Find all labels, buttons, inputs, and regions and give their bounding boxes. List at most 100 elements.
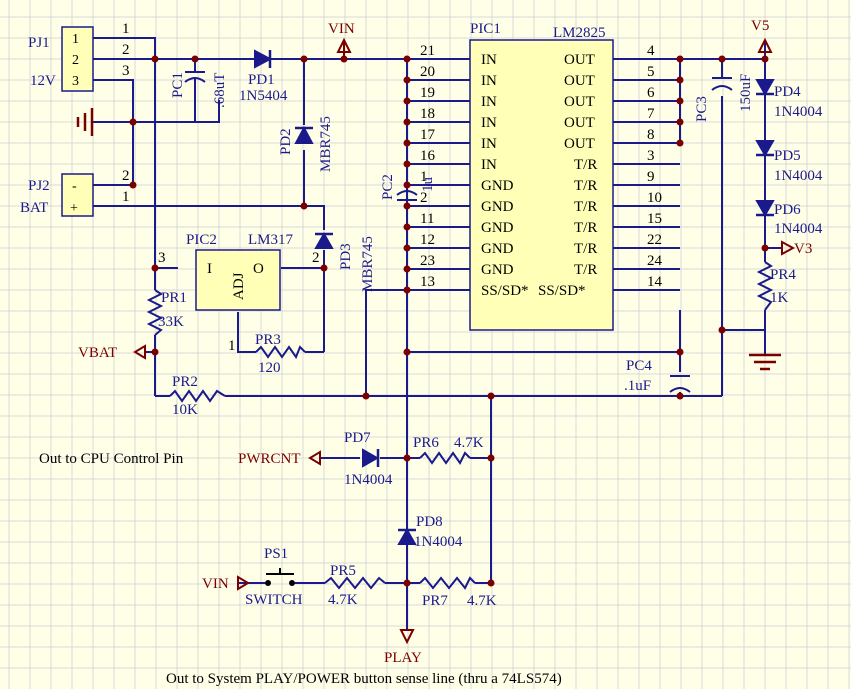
pj2-ref: PJ2 — [28, 178, 50, 194]
pin-number: 1 — [122, 21, 130, 37]
capacitor-pc4: PC4 .1uF — [624, 358, 691, 394]
pic1-pin-name: T/R — [574, 220, 597, 236]
net-vbat: VBAT — [78, 344, 146, 361]
pic1-pin-name: T/R — [574, 199, 597, 215]
pr5-value: 4.7K — [328, 592, 358, 608]
pic1-pin-name: OUT — [564, 136, 595, 152]
pd2-value: MBR745 — [318, 116, 334, 172]
junction-dot — [676, 55, 684, 63]
capacitor-pc3: PC3 150uF — [694, 74, 754, 122]
pic1-pin-name: IN — [481, 136, 497, 152]
pd5-ref: PD5 — [774, 148, 801, 164]
connector-pj1: 1 2 3 PJ1 12V 1 2 3 — [28, 21, 130, 92]
pic1-pin-number: 4 — [647, 43, 655, 59]
resistor-pr5: PR5 4.7K — [324, 563, 386, 608]
pc3-ref: PC3 — [694, 96, 710, 122]
junction-dot — [403, 286, 411, 294]
junction-dot — [403, 160, 411, 168]
net-v3: V3 — [781, 240, 812, 257]
pic2-pin-adj: ADJ — [231, 272, 247, 300]
junction-dot — [403, 139, 411, 147]
pd8-value: 1N4004 — [414, 534, 463, 550]
net-v5-label: V5 — [751, 18, 769, 34]
pj2-name: BAT — [20, 200, 48, 216]
pj1-pin2-label: 2 — [72, 53, 79, 68]
pic1-pin-number: 5 — [647, 64, 655, 80]
pr6-value: 4.7K — [454, 435, 484, 451]
junction-dot — [403, 76, 411, 84]
pic1-pin-number: 24 — [647, 253, 663, 269]
pic1-value: LM2825 — [553, 25, 606, 41]
pj1-ref: PJ1 — [28, 35, 50, 51]
pic1-pin-number: 6 — [647, 85, 655, 101]
pic1-pin-name: GND — [481, 199, 514, 215]
pr6-ref: PR6 — [413, 435, 439, 451]
diode-pd4: PD4 1N4004 — [755, 79, 823, 120]
ground-icon — [749, 353, 781, 371]
net-v3-label: V3 — [794, 241, 812, 257]
pr4-ref: PR4 — [770, 267, 796, 283]
pic1-pin-name: OUT — [564, 115, 595, 131]
pj2-pin-minus: - — [72, 179, 77, 194]
ps1-value: SWITCH — [245, 592, 303, 608]
pin-number: 2 — [122, 168, 130, 184]
pic1-pin-number: 3 — [647, 148, 655, 164]
pic1-pin-name: OUT — [564, 94, 595, 110]
pic1-pin-name: T/R — [574, 262, 597, 278]
pd3-value: MBR745 — [360, 236, 376, 292]
resistor-pr4: PR4 1K — [756, 261, 796, 311]
resistor-pr3: PR3 120 — [255, 332, 306, 376]
pic2-ref: PIC2 — [186, 232, 217, 248]
pic1-ref: PIC1 — [470, 21, 501, 37]
diode-pd3: PD3 MBR745 — [314, 231, 376, 292]
diode-pd2: PD2 MBR745 — [278, 116, 334, 172]
pic1-pin-number: 14 — [647, 274, 663, 290]
pin-number: 3 — [158, 250, 166, 266]
pin-number: 3 — [122, 63, 130, 79]
pic1-pin-number: 18 — [420, 106, 435, 122]
ps1-ref: PS1 — [264, 546, 288, 562]
net-vin-switch: VIN — [202, 575, 250, 592]
pic1-pin-name: IN — [481, 115, 497, 131]
pic1-pin-number: 7 — [647, 106, 655, 122]
pr2-value: 10K — [172, 402, 198, 418]
junction-dot — [403, 223, 411, 231]
pj1-voltage: 12V — [30, 73, 56, 89]
junction-dot — [403, 265, 411, 273]
pr7-value: 4.7K — [467, 593, 497, 609]
pic1-pin-number: 22 — [647, 232, 662, 248]
pd8-ref: PD8 — [416, 514, 443, 530]
pic1-pin-number: 9 — [647, 169, 655, 185]
net-vin-sw-label: VIN — [202, 576, 229, 592]
pin-number: 1 — [228, 338, 236, 354]
pic1-pin-name: T/R — [574, 178, 597, 194]
pd3-ref: PD3 — [338, 243, 354, 270]
pic1-pin-name: GND — [481, 220, 514, 236]
pr2-ref: PR2 — [172, 374, 198, 390]
capacitor-pc1: PC1 .68uT — [170, 62, 228, 108]
regulator-pic2: I O ADJ PIC2 LM317 3 2 1 — [158, 232, 320, 354]
resistor-pr1: PR1 33K — [146, 289, 187, 336]
pic1-pin-name: GND — [481, 178, 514, 194]
pic1-pin-number: 1 — [420, 169, 428, 185]
pic1-pin-name: IN — [481, 94, 497, 110]
switch-ps1: PS1 SWITCH — [245, 546, 303, 608]
pic1-pin-name: IN — [481, 73, 497, 89]
pd1-ref: PD1 — [248, 72, 275, 88]
pic1-pin-number: 15 — [647, 211, 662, 227]
pic1-pin-number: 20 — [420, 64, 435, 80]
capacitor-pc2: PC2 1u — [380, 174, 436, 201]
pc4-ref: PC4 — [626, 358, 652, 374]
note-cpu: Out to CPU Control Pin — [39, 451, 184, 467]
pr7-ref: PR7 — [422, 593, 448, 609]
net-vin-label: VIN — [328, 21, 355, 37]
pd7-ref: PD7 — [344, 430, 371, 446]
pr5-ref: PR5 — [330, 563, 356, 579]
pin-number: 1 — [122, 189, 130, 205]
pic2-pin-i: I — [207, 261, 212, 277]
diode-pd1: PD1 1N5404 — [239, 49, 288, 104]
pd4-ref: PD4 — [774, 84, 801, 100]
net-pwrcnt: PWRCNT — [238, 450, 321, 467]
